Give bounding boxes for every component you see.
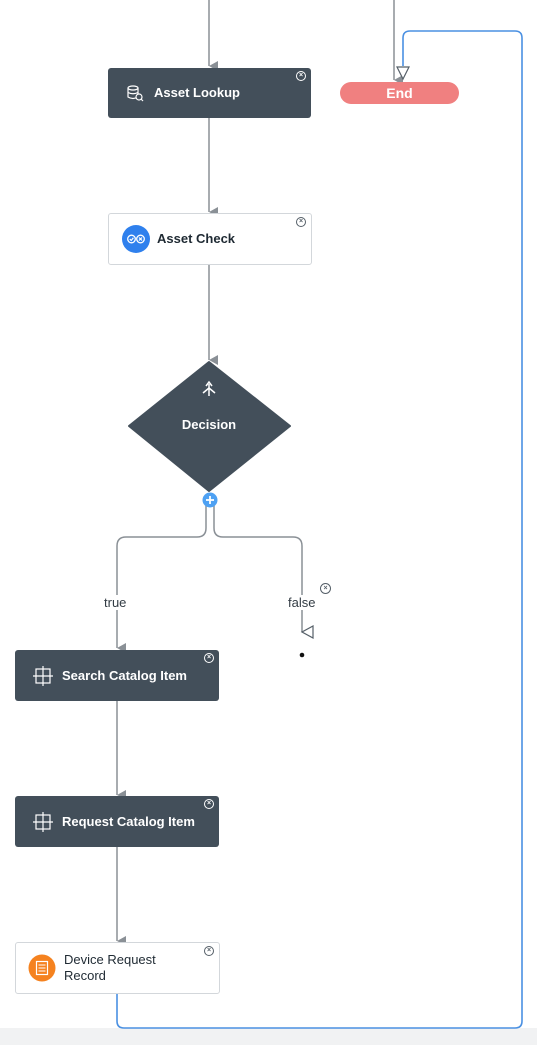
node-request-catalog-item[interactable]: Request Catalog Item × — [15, 796, 219, 847]
node-asset-lookup-label: Asset Lookup — [154, 85, 240, 100]
add-branch-button[interactable] — [202, 492, 218, 508]
node-asset-lookup[interactable]: Asset Lookup × — [108, 68, 311, 118]
node-search-catalog-item-label: Search Catalog Item — [62, 667, 187, 683]
connector-decision-false — [213, 503, 302, 632]
remove-asset-lookup-button[interactable]: × — [296, 71, 306, 81]
connector-record-to-end — [116, 30, 523, 1029]
remove-asset-check-button[interactable]: × — [296, 217, 306, 227]
record-icon — [28, 954, 56, 982]
asset-check-icon — [122, 225, 150, 253]
branch-true-label: true — [102, 595, 129, 610]
false-branch-endpoint — [299, 652, 305, 658]
node-asset-check-label: Asset Check — [157, 231, 236, 246]
node-search-catalog-item[interactable]: Search Catalog Item × — [15, 650, 219, 701]
catalog-icon — [33, 811, 53, 832]
decision-split-icon — [202, 380, 216, 396]
database-icon — [127, 85, 144, 102]
node-request-catalog-item-label: Request Catalog Item — [62, 813, 195, 829]
remove-device-request-record-button[interactable]: × — [204, 946, 214, 956]
node-asset-check[interactable]: Asset Check × — [108, 213, 312, 265]
footer-strip — [0, 1028, 537, 1045]
end-arrow-icon — [396, 66, 410, 81]
branch-false-label: false — [286, 595, 318, 610]
node-end[interactable]: End — [340, 82, 459, 104]
remove-false-branch-button[interactable]: × — [320, 583, 331, 594]
node-device-request-record[interactable]: Device Request Record × — [15, 942, 220, 994]
remove-search-catalog-item-button[interactable]: × — [204, 653, 214, 663]
remove-request-catalog-item-button[interactable]: × — [204, 799, 214, 809]
catalog-icon — [33, 665, 53, 686]
connector-decision-true — [116, 503, 207, 653]
node-device-request-record-label: Device Request Record — [64, 952, 156, 983]
decision-diamond[interactable] — [128, 361, 291, 492]
node-decision-label: Decision — [181, 417, 237, 432]
